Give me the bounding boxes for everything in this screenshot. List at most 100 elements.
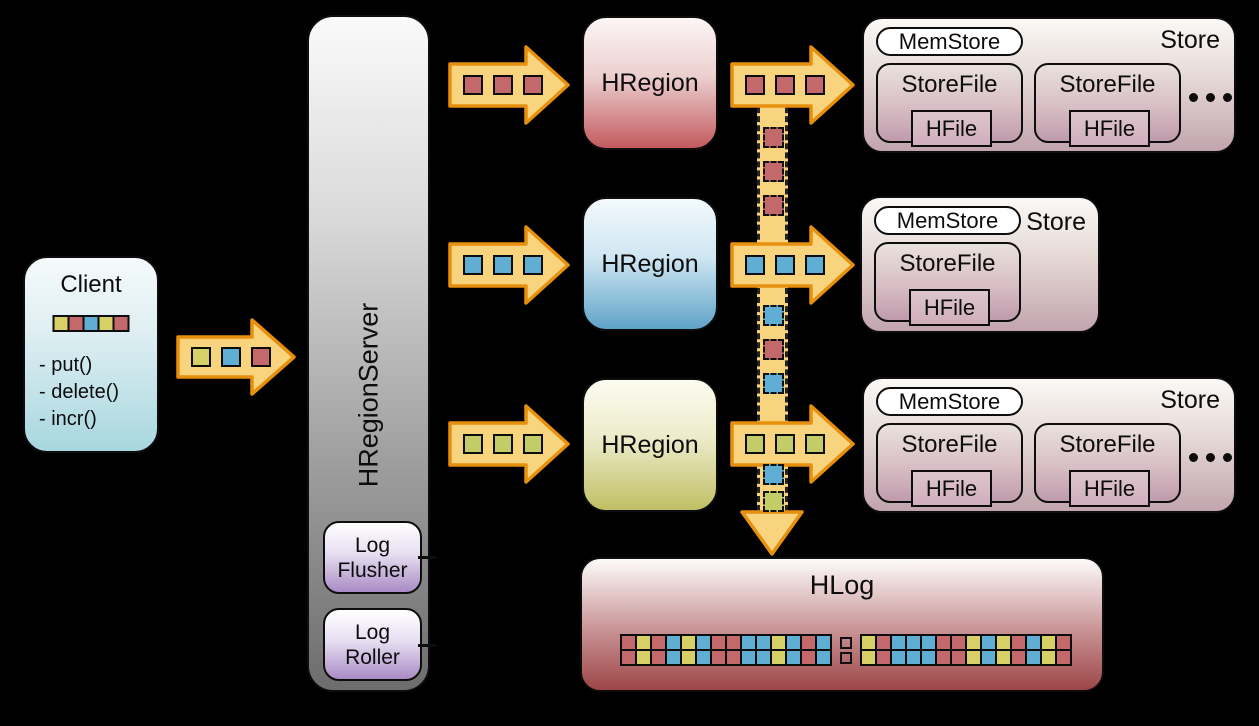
hfile-box: HFile	[909, 289, 990, 326]
client-box: Client - put()- delete()- incr()	[23, 256, 159, 453]
hregion-2-box: HRegion	[582, 197, 718, 331]
memstore-label: MemStore	[896, 207, 999, 233]
store-2-box: MemStore Store StoreFile HFile	[860, 196, 1100, 333]
arrow-hregionserver-to-hregion-3	[447, 402, 571, 486]
hregionserver-box: HRegionServer Log Flusher Log Roller	[307, 15, 436, 692]
memstore-pill: MemStore	[874, 206, 1021, 235]
blue-log-square	[786, 650, 801, 665]
memstore-pill: MemStore	[876, 387, 1023, 416]
red-log-square	[801, 650, 816, 665]
red-log-square	[621, 635, 636, 650]
red-log-square	[801, 635, 816, 650]
blue-log-square	[906, 650, 921, 665]
hfile-box: HFile	[911, 110, 992, 147]
client-title: Client	[60, 271, 122, 298]
blue-dashed-square	[763, 373, 784, 394]
storefile-box: StoreFile HFile	[874, 242, 1021, 326]
yellow-log-square	[1041, 650, 1056, 665]
storefile-label: StoreFile	[1059, 431, 1156, 458]
red-dashed-square	[763, 339, 784, 360]
hregion-3-box: HRegion	[582, 378, 718, 512]
green-square	[493, 434, 513, 454]
hlog-right-sequence	[860, 634, 1072, 666]
blue-log-square	[816, 650, 831, 665]
log-flusher-connector-line	[418, 556, 436, 559]
hlog-box: HLog	[580, 557, 1104, 692]
ellipsis-dots	[1189, 93, 1232, 102]
blue-log-square	[741, 650, 756, 665]
yellow-square	[53, 316, 69, 331]
ellipsis-dot	[1223, 453, 1232, 462]
green-square	[805, 434, 825, 454]
memstore-label: MemStore	[898, 388, 1001, 414]
red-log-square	[711, 635, 726, 650]
hfile-label: HFile	[1083, 115, 1136, 141]
yellow-log-square	[966, 635, 981, 650]
red-square	[523, 75, 543, 95]
ellipsis-dot	[1189, 453, 1198, 462]
hfile-box: HFile	[911, 470, 992, 507]
memstore-label: MemStore	[898, 28, 1001, 54]
blue-log-square	[786, 635, 801, 650]
yellow-log-square	[861, 650, 876, 665]
arrow-hregion-1-to-store-1	[729, 43, 856, 127]
red-log-square	[651, 650, 666, 665]
hlog-data-strip	[620, 634, 1072, 666]
sequence-gap-dashes	[832, 636, 860, 664]
red-square	[463, 75, 483, 95]
blue-log-square	[891, 635, 906, 650]
red-log-square	[726, 650, 741, 665]
red-square	[68, 316, 84, 331]
client-methods: - put()- delete()- incr()	[39, 352, 119, 433]
green-square	[463, 434, 483, 454]
arrow-data-squares	[745, 255, 825, 275]
blue-dashed-square	[763, 305, 784, 326]
hfile-label: HFile	[925, 115, 978, 141]
red-log-square	[1011, 635, 1026, 650]
red-dashed-square	[763, 161, 784, 182]
hfile-box: HFile	[1069, 110, 1150, 147]
storefile-label: StoreFile	[901, 431, 998, 458]
log-flusher-label-line2: Flusher	[337, 558, 408, 582]
arrow-hregionserver-to-hregion-2	[447, 223, 571, 307]
red-square	[493, 75, 513, 95]
hfile-label: HFile	[925, 475, 978, 501]
yellow-log-square	[1041, 635, 1056, 650]
hregion-2-label: HRegion	[601, 249, 699, 278]
blue-log-square	[666, 635, 681, 650]
storefile-label: StoreFile	[1059, 71, 1156, 98]
blue-log-square	[741, 635, 756, 650]
blue-log-square	[921, 650, 936, 665]
red-log-square	[951, 635, 966, 650]
blue-log-square	[891, 650, 906, 665]
blue-square	[493, 255, 513, 275]
blue-log-square	[921, 635, 936, 650]
gap-dash	[840, 636, 852, 649]
yellow-log-square	[681, 635, 696, 650]
arrow-data-squares	[745, 434, 825, 454]
arrow-data-squares	[745, 75, 825, 95]
blue-log-square	[981, 635, 996, 650]
red-log-square	[1011, 650, 1026, 665]
hregion-1-label: HRegion	[601, 68, 699, 97]
hlog-title: HLog	[809, 570, 875, 600]
blue-log-square	[981, 650, 996, 665]
red-log-square	[876, 650, 891, 665]
hfile-label: HFile	[923, 294, 976, 320]
storefile-box: StoreFile HFile	[1034, 63, 1181, 147]
green-square	[775, 434, 795, 454]
blue-square	[463, 255, 483, 275]
arrow-hregion-2-to-store-2	[729, 223, 856, 307]
green-dashed-square	[763, 491, 784, 512]
red-square	[251, 347, 271, 367]
blue-square	[221, 347, 241, 367]
hfile-box: HFile	[1069, 470, 1150, 507]
ellipsis-dot	[1206, 93, 1215, 102]
yellow-square	[191, 347, 211, 367]
yellow-log-square	[861, 635, 876, 650]
client-method: - incr()	[39, 408, 97, 430]
storefile-box: StoreFile HFile	[876, 63, 1023, 147]
ellipsis-dot	[1189, 93, 1198, 102]
arrow-hregionserver-to-hregion-1	[447, 43, 571, 127]
